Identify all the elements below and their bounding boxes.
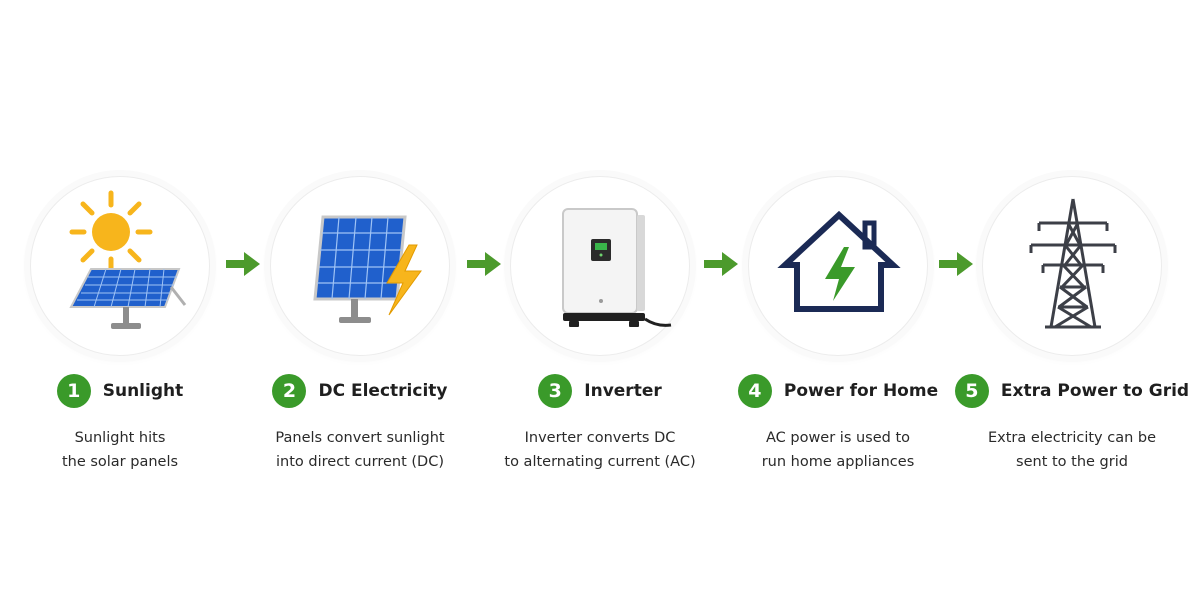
step-4-desc-line-2: run home appliances xyxy=(761,454,915,470)
step-3-number-badge: 3 xyxy=(538,374,573,408)
step-2-desc-line-2: into direct current (DC) xyxy=(276,454,444,470)
step-3-desc-line-1: Inverter converts DC xyxy=(524,430,676,446)
arrow-right-icon xyxy=(226,252,260,276)
step-1-heading: 1 Sunlight xyxy=(0,374,240,408)
step-4-heading: 4 Power for Home xyxy=(718,374,958,408)
step-5-title: Extra Power to Grid xyxy=(1000,381,1190,401)
step-extra-power-to-grid: 5 Extra Power to Grid Extra electricity … xyxy=(952,0,1192,600)
step-1-circle xyxy=(30,176,210,356)
step-3-heading: 3 Inverter xyxy=(480,374,720,408)
step-4-description: AC power is used to run home appliances xyxy=(718,426,958,474)
step-1-desc-line-1: Sunlight hits xyxy=(74,430,166,446)
step-3-desc-line-2: to alternating current (AC) xyxy=(504,454,696,470)
step-2-desc-line-1: Panels convert sunlight xyxy=(275,430,445,446)
step-4-desc-line-1: AC power is used to xyxy=(765,430,911,446)
step-1-title: Sunlight xyxy=(102,381,184,401)
step-5-description: Extra electricity can be sent to the gri… xyxy=(952,426,1192,474)
step-5-number-badge: 5 xyxy=(954,374,989,408)
arrow-right-icon xyxy=(704,252,738,276)
step-1-description: Sunlight hits the solar panels xyxy=(0,426,240,474)
step-inverter: 3 Inverter Inverter converts DC to alter… xyxy=(480,0,720,600)
solar-panel-lightning-icon xyxy=(313,215,422,323)
step-5-desc-line-2: sent to the grid xyxy=(1016,454,1128,470)
step-5-heading: 5 Extra Power to Grid xyxy=(952,374,1192,408)
arrow-right-icon xyxy=(939,252,973,276)
step-5-desc-line-1: Extra electricity can be xyxy=(987,430,1157,446)
step-5-circle xyxy=(982,176,1162,356)
step-sunlight: 1 Sunlight Sunlight hits the solar panel… xyxy=(0,0,240,600)
step-2-title: DC Electricity xyxy=(318,381,448,401)
inverter-icon xyxy=(562,208,672,327)
step-2-description: Panels convert sunlight into direct curr… xyxy=(240,426,480,474)
step-2-circle xyxy=(270,176,450,356)
step-3-title: Inverter xyxy=(584,381,662,401)
step-dc-electricity: 2 DC Electricity Panels convert sunlight… xyxy=(240,0,480,600)
power-tower-icon xyxy=(1029,198,1117,329)
step-4-number-badge: 4 xyxy=(737,374,772,408)
house-lightning-icon xyxy=(777,210,901,312)
step-4-title: Power for Home xyxy=(783,381,939,401)
step-3-circle xyxy=(510,176,690,356)
step-3-description: Inverter converts DC to alternating curr… xyxy=(480,426,720,474)
step-2-heading: 2 DC Electricity xyxy=(240,374,480,408)
step-power-for-home: 4 Power for Home AC power is used to run… xyxy=(718,0,958,600)
step-1-number-badge: 1 xyxy=(56,374,91,408)
step-2-number-badge: 2 xyxy=(272,374,307,408)
sun-and-solar-panel-icon xyxy=(69,190,187,329)
arrow-right-icon xyxy=(467,252,501,276)
step-1-desc-line-2: the solar panels xyxy=(61,454,179,470)
step-4-circle xyxy=(748,176,928,356)
